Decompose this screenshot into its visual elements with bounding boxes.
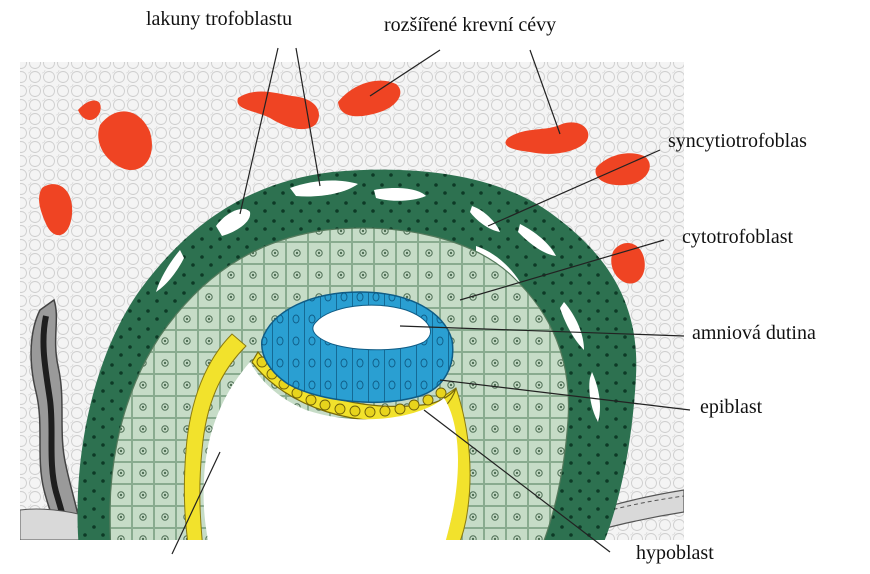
epiblast-layer <box>262 292 453 402</box>
label-lakuny-trofoblastu: lakuny trofoblastu <box>146 8 292 31</box>
label-syncytiotrofoblas: syncytiotrofoblas <box>668 130 807 153</box>
label-epiblast: epiblast <box>700 396 762 419</box>
label-cytotrofoblast: cytotrofoblast <box>682 226 793 249</box>
label-rozsirene-krevni-cevy: rozšířené krevní cévy <box>384 14 556 37</box>
label-hypoblast: hypoblast <box>636 542 714 565</box>
label-amniova-dutina: amniová dutina <box>692 322 816 345</box>
